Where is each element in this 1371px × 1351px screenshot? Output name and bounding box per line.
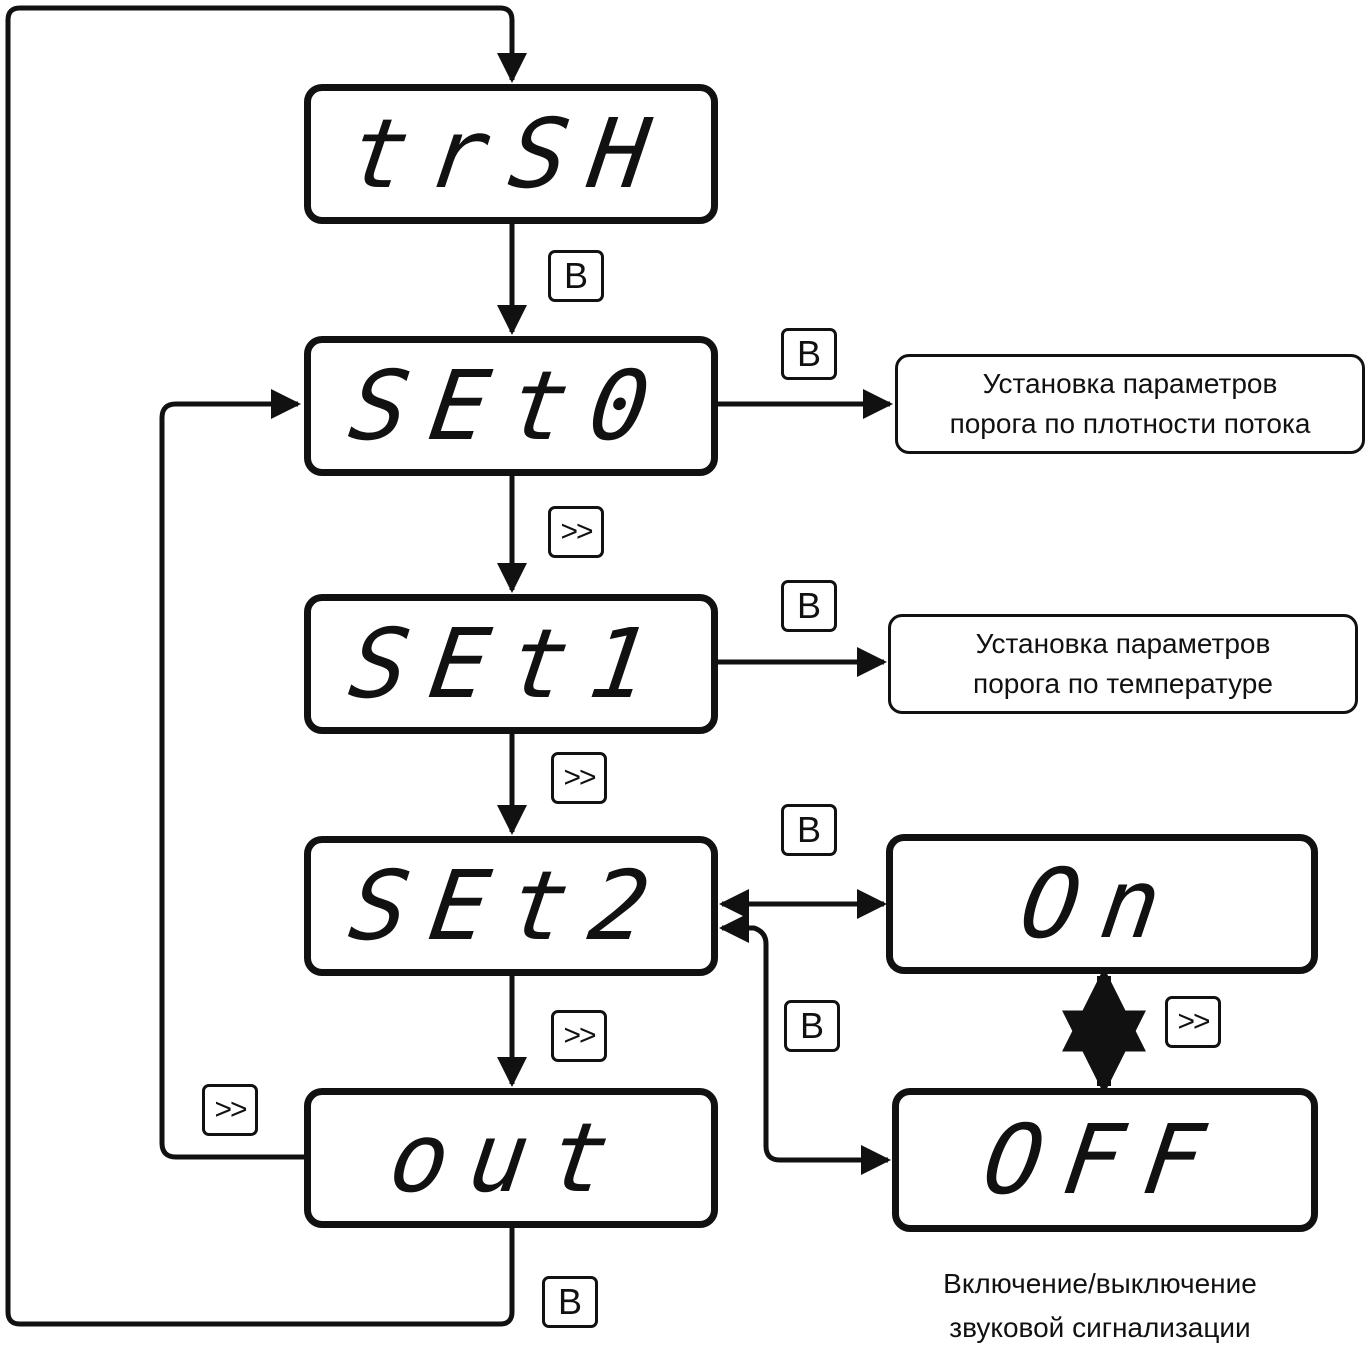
display-set1: SEt1: [304, 594, 718, 734]
key-b-set0: B: [781, 328, 837, 380]
display-out: out: [304, 1088, 718, 1228]
note-set1-line2: порога по температуре: [973, 668, 1273, 699]
display-on-text: On: [1014, 848, 1190, 960]
key-next-set1: >>: [551, 752, 607, 804]
note-set1: Установка параметров порога по температу…: [888, 614, 1358, 714]
key-next-set2: >>: [551, 1010, 607, 1062]
display-off: OFF: [892, 1088, 1318, 1232]
key-next-on-off: >>: [1165, 996, 1221, 1048]
caption-line1: Включение/выключение: [943, 1268, 1257, 1299]
display-set2-text: SEt2: [343, 850, 679, 962]
display-on: On: [886, 834, 1318, 974]
caption-line2: звуковой сигнализации: [949, 1312, 1251, 1343]
display-set0: SEt0: [304, 336, 718, 476]
display-set0-text: SEt0: [343, 350, 679, 462]
key-b-set1: B: [781, 580, 837, 632]
key-b-off: B: [784, 1000, 840, 1052]
display-set1-text: SEt1: [343, 608, 679, 720]
display-trsh: trSH: [304, 84, 718, 224]
key-b-trsh: B: [548, 250, 604, 302]
loop-out-to-trsh: [5, 5, 527, 1327]
note-set0-line1: Установка параметров: [982, 368, 1278, 399]
display-out-text: out: [383, 1102, 639, 1214]
display-trsh-text: trSH: [343, 98, 679, 210]
key-b-out: B: [542, 1276, 598, 1328]
sound-alarm-caption: Включение/выключение звуковой сигнализац…: [880, 1262, 1320, 1350]
key-b-set2: B: [781, 804, 837, 856]
note-set0-line2: порога по плотности потока: [949, 408, 1311, 439]
display-off-text: OFF: [977, 1104, 1233, 1216]
note-set0: Установка параметров порога по плотности…: [895, 354, 1365, 454]
loop-out-to-set0: [159, 389, 306, 1160]
arrow-off-to-set2: [719, 913, 891, 1175]
note-set1-line1: Установка параметров: [975, 628, 1271, 659]
key-next-set0: >>: [548, 506, 604, 558]
key-next-out: >>: [202, 1084, 258, 1136]
display-set2: SEt2: [304, 836, 718, 976]
